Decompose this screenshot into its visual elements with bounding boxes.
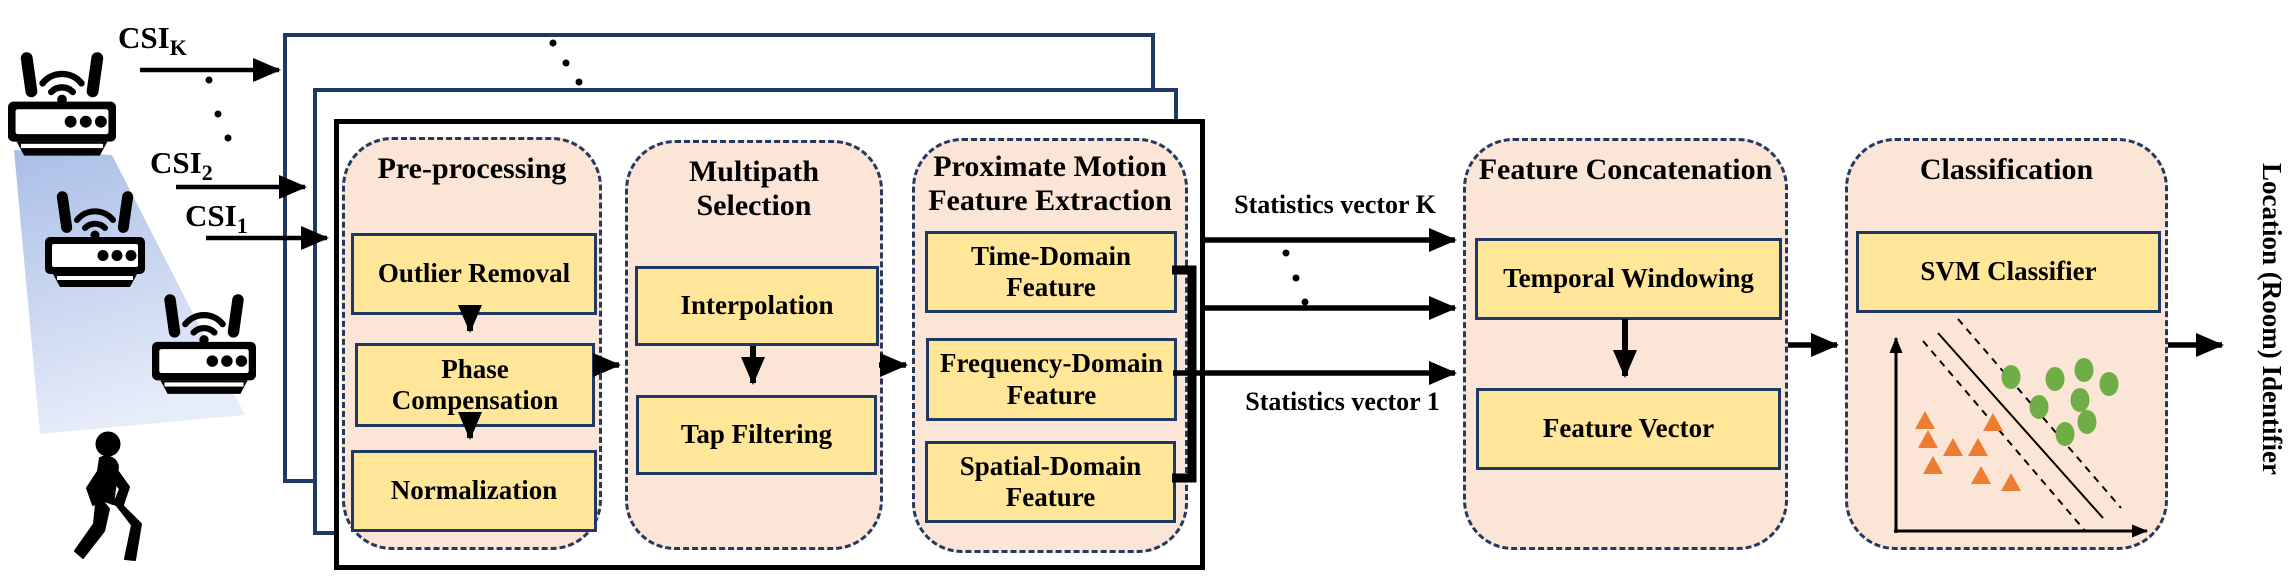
svm-hyperplane xyxy=(1937,332,2104,519)
class-a-triangle-marker xyxy=(2001,473,2021,491)
scatter-points xyxy=(1915,358,2119,491)
multipath-selection-title: Multipath Selection xyxy=(688,155,820,222)
multipath-selection-block: Multipath Selection Interpolation Tap Fi… xyxy=(625,140,883,550)
class-b-circle-marker xyxy=(2070,388,2090,412)
feature-extraction-block: Proximate Motion Feature Extraction Time… xyxy=(912,138,1188,553)
svm-scatter-plot xyxy=(1889,318,2148,538)
class-b-circle-marker xyxy=(2001,365,2021,389)
class-b-circle-marker xyxy=(2077,410,2097,434)
class-b-circle-marker xyxy=(2045,367,2065,391)
tap-filtering-box: Tap Filtering xyxy=(636,395,877,475)
temporal-windowing-box: Temporal Windowing xyxy=(1475,238,1782,320)
statistics-vector-1-label: Statistics vector 1 xyxy=(1245,387,1440,416)
spatial-domain-feature-box: Spatial-Domain Feature xyxy=(925,441,1176,523)
classification-title: Classification xyxy=(1919,153,2094,186)
class-a-triangle-marker xyxy=(1971,466,1991,484)
statistics-vector-k-label: Statistics vector K xyxy=(1234,190,1436,219)
csi-k-label: CSIK xyxy=(118,20,187,61)
wifi-router-icon xyxy=(152,293,256,393)
class-a-triangle-marker xyxy=(1968,438,1988,456)
feature-concatenation-title: Feature Concatenation xyxy=(1478,153,1773,186)
svm-margin-lower xyxy=(1922,340,2087,533)
class-a-triangle-marker xyxy=(1983,413,2003,431)
time-domain-feature-box: Time-Domain Feature xyxy=(925,231,1177,313)
output-label: Location (Room) Identifier xyxy=(2257,163,2287,475)
svm-classifier-box: SVM Classifier xyxy=(1856,231,2161,313)
feature-vector-box: Feature Vector xyxy=(1476,388,1781,470)
class-a-triangle-marker xyxy=(1918,430,1938,448)
wifi-router-icon xyxy=(8,51,116,155)
frequency-domain-feature-box: Frequency-Domain Feature xyxy=(926,338,1177,421)
interpolation-box: Interpolation xyxy=(635,266,879,346)
csi-2-label: CSI2 xyxy=(150,145,213,186)
class-b-circle-marker xyxy=(2074,358,2094,382)
outlier-removal-box: Outlier Removal xyxy=(351,233,597,315)
class-a-triangle-marker xyxy=(1943,438,1963,456)
csi-1-label: CSI1 xyxy=(185,198,248,239)
class-a-triangle-marker xyxy=(1915,411,1935,429)
preprocessing-block: Pre-processing Outlier Removal Phase Com… xyxy=(342,137,602,550)
classification-block: Classification SVM Classifier xyxy=(1845,138,2168,550)
class-a-triangle-marker xyxy=(1923,456,1943,474)
feature-concatenation-block: Feature Concatenation Temporal Windowing… xyxy=(1463,138,1788,550)
preprocessing-title: Pre-processing xyxy=(377,152,567,185)
class-b-circle-marker xyxy=(2029,395,2049,419)
sensing-scene xyxy=(0,0,300,561)
normalization-box: Normalization xyxy=(351,450,597,532)
phase-compensation-box: Phase Compensation xyxy=(355,343,595,427)
class-b-circle-marker xyxy=(2055,422,2075,446)
class-b-circle-marker xyxy=(2099,372,2119,396)
feature-extraction-title: Proximate Motion Feature Extraction xyxy=(928,150,1172,217)
svm-margin-upper xyxy=(1957,318,2122,509)
walking-person-icon xyxy=(74,431,142,561)
